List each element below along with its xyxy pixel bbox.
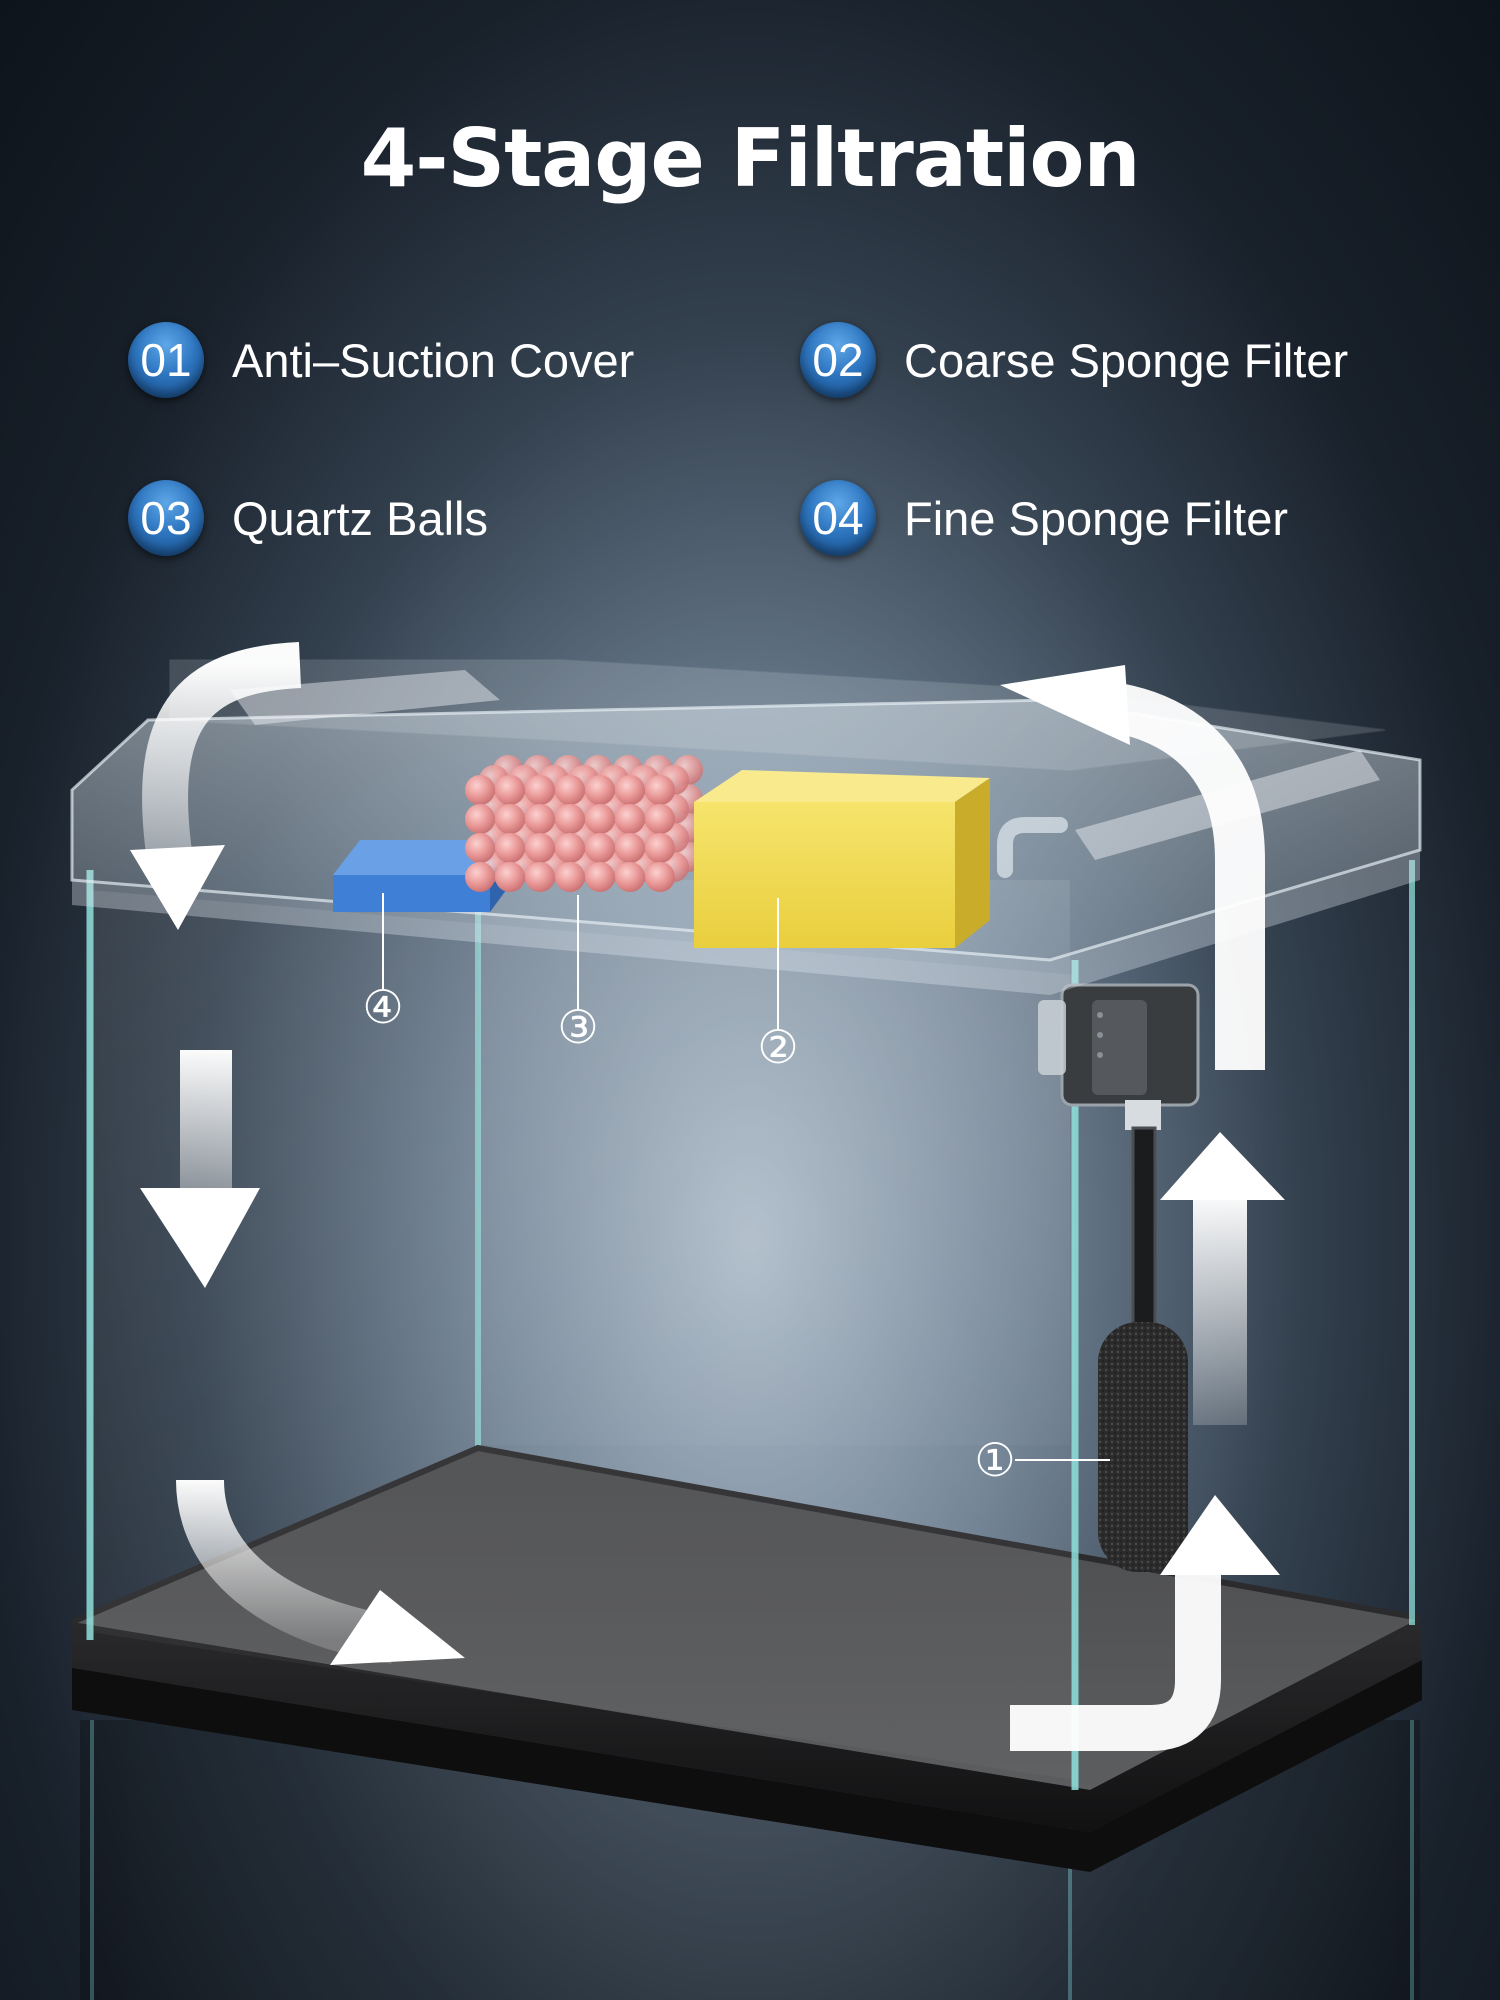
stage-label: Fine Sponge Filter bbox=[904, 491, 1289, 545]
callout-3: ③ bbox=[557, 895, 599, 1054]
callout-4: ④ bbox=[362, 893, 404, 1034]
quartz-ball bbox=[585, 775, 615, 805]
stage-03: 03 Quartz Balls bbox=[128, 478, 488, 558]
stage-label: Coarse Sponge Filter bbox=[904, 333, 1349, 387]
quartz-ball bbox=[585, 833, 615, 863]
quartz-ball bbox=[495, 833, 525, 863]
outlet-pipe bbox=[997, 817, 1068, 878]
quartz-ball bbox=[645, 833, 675, 863]
quartz-ball bbox=[465, 775, 495, 805]
quartz-ball bbox=[495, 862, 525, 892]
quartz-ball bbox=[555, 804, 585, 834]
stage-number-badge: 02 bbox=[800, 322, 876, 398]
quartz-ball bbox=[645, 862, 675, 892]
quartz-ball bbox=[645, 775, 675, 805]
callout-number-2: ② bbox=[757, 1020, 798, 1074]
quartz-ball bbox=[525, 833, 555, 863]
stage-number-badge: 04 bbox=[800, 480, 876, 556]
quartz-balls bbox=[465, 755, 703, 892]
callout-number-1: ① bbox=[974, 1433, 1015, 1487]
callout-1: ① bbox=[974, 1433, 1110, 1487]
stage-number-badge: 03 bbox=[128, 480, 204, 556]
coarse-sponge-filter bbox=[694, 770, 990, 948]
quartz-ball bbox=[555, 862, 585, 892]
quartz-ball bbox=[645, 804, 675, 834]
quartz-ball bbox=[495, 804, 525, 834]
quartz-ball bbox=[615, 775, 645, 805]
stage-01: 01 Anti–Suction Cover bbox=[128, 320, 634, 400]
stage-04: 04 Fine Sponge Filter bbox=[800, 478, 1288, 558]
quartz-ball bbox=[555, 833, 585, 863]
quartz-ball bbox=[615, 833, 645, 863]
quartz-ball bbox=[465, 862, 495, 892]
stage-label: Quartz Balls bbox=[232, 491, 488, 545]
quartz-ball bbox=[525, 862, 555, 892]
stage-number-badge: 01 bbox=[128, 322, 204, 398]
quartz-ball bbox=[465, 804, 495, 834]
quartz-ball bbox=[525, 775, 555, 805]
quartz-ball bbox=[495, 775, 525, 805]
stage-label: Anti–Suction Cover bbox=[232, 333, 635, 387]
quartz-ball bbox=[585, 862, 615, 892]
page-title: 4-Stage Filtration bbox=[360, 112, 1141, 205]
quartz-ball bbox=[525, 804, 555, 834]
callout-number-3: ③ bbox=[557, 1000, 598, 1054]
tank-front-glass bbox=[86, 860, 1415, 1790]
water-pump bbox=[1038, 983, 1200, 1360]
water-flow-arrows bbox=[130, 642, 1285, 1751]
quartz-ball bbox=[585, 804, 615, 834]
anti-suction-sponge bbox=[1098, 1322, 1188, 1572]
stage-02: 02 Coarse Sponge Filter bbox=[800, 320, 1348, 400]
quartz-ball bbox=[615, 862, 645, 892]
callout-number-4: ④ bbox=[362, 980, 403, 1034]
callout-2: ② bbox=[757, 898, 799, 1074]
quartz-ball bbox=[465, 833, 495, 863]
quartz-ball bbox=[615, 804, 645, 834]
quartz-ball bbox=[555, 775, 585, 805]
